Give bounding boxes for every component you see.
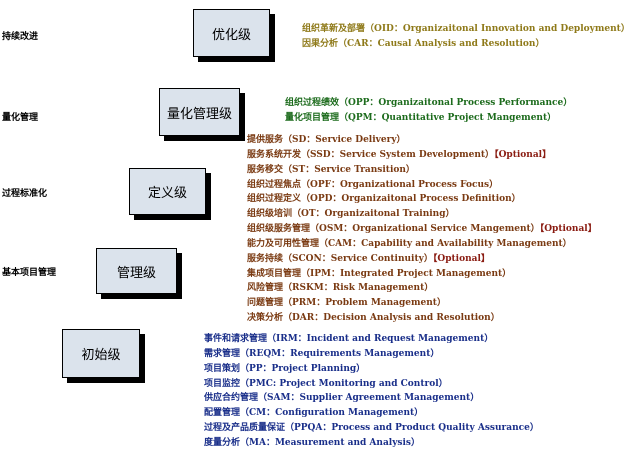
level-label-managed: 管理级 bbox=[116, 265, 156, 281]
side-label-process-standardization: 过程标准化 bbox=[2, 189, 48, 199]
process-area-pp: 项目策划（PP：Project Planning） bbox=[204, 364, 366, 374]
process-area-ipm: 集成项目管理（IPM：Integrated Project Management… bbox=[247, 269, 512, 279]
process-area-dar: 决策分析（DAR：Decision Analysis and Resolutio… bbox=[247, 313, 500, 323]
level-label-optimizing: 优化级 bbox=[211, 27, 251, 43]
process-area-rskm: 风险管理（RSKM：Risk Management） bbox=[247, 283, 434, 293]
level-box-quantitatively-managed: 量化管理级 bbox=[159, 88, 240, 136]
process-area-car: 因果分析（CAR：Causal Analysis and Resolution） bbox=[302, 39, 545, 49]
side-label-quantitative-management: 量化管理 bbox=[2, 113, 39, 123]
process-area-reqm: 需求管理（REQM：Requirements Management） bbox=[204, 349, 440, 359]
level-label-defined: 定义级 bbox=[147, 186, 187, 201]
process-area-ssd: 服务系统开发（SSD：Service System Development）【O… bbox=[247, 150, 552, 160]
process-area-opp: 组织过程绩效（OPP：Organizaitonal Process Perfor… bbox=[285, 98, 573, 108]
level-label-quantitatively-managed: 量化管理级 bbox=[166, 106, 232, 122]
process-area-oid: 组织革新及部署（OID：Organizaitonal Innovation an… bbox=[302, 24, 630, 34]
level-box-initial: 初始级 bbox=[62, 329, 140, 378]
process-area-ot: 组织级培训（OT：Organizaitonal Training） bbox=[247, 209, 455, 219]
process-area-ma: 度量分析（MA：Measurement and Analysis） bbox=[204, 438, 420, 448]
level-box-optimizing: 优化级 bbox=[193, 9, 270, 57]
process-area-cm: 配置管理（CM：Configuration Management） bbox=[204, 408, 424, 418]
side-label-basic-project-management: 基本项目管理 bbox=[2, 268, 57, 278]
process-area-opf: 组织过程焦点（OPF：Organizational Process Focus） bbox=[247, 180, 499, 190]
process-area-osm: 组织级服务管理（OSM：Organizational Service Mange… bbox=[247, 224, 597, 234]
side-label-continuous-improvement: 持续改进 bbox=[2, 32, 39, 42]
level-box-defined: 定义级 bbox=[129, 168, 206, 215]
process-area-st: 服务移交（ST：Service Transition） bbox=[247, 165, 415, 175]
level-box-managed: 管理级 bbox=[96, 248, 177, 294]
process-area-prm: 问题管理（PRM：Problem Management） bbox=[247, 298, 446, 308]
process-area-scon: 服务持续（SCON：Service Continuity）【Optional】 bbox=[247, 254, 490, 264]
process-area-pmc: 项目监控（PMC: Project Monitoring and Control… bbox=[204, 379, 448, 389]
level-label-initial: 初始级 bbox=[81, 348, 121, 363]
process-area-opd: 组织过程定义（OPD：Organizaitonal Process Defini… bbox=[247, 194, 521, 204]
process-area-cam: 能力及可用性管理（CAM：Capability and Availability… bbox=[247, 239, 572, 249]
process-area-irm: 事件和请求管理（IRM：Incident and Request Managem… bbox=[204, 334, 494, 344]
process-area-ppqa: 过程及产品质量保证（PPQA：Process and Product Quali… bbox=[204, 423, 539, 433]
process-area-sd: 提供服务（SD：Service Delivery） bbox=[247, 135, 406, 145]
process-area-sam: 供应合约管理（SAM：Supplier Agreement Management… bbox=[204, 393, 480, 403]
process-area-qpm: 量化项目管理（QPM：Quantitative Project Mangemen… bbox=[285, 113, 557, 123]
